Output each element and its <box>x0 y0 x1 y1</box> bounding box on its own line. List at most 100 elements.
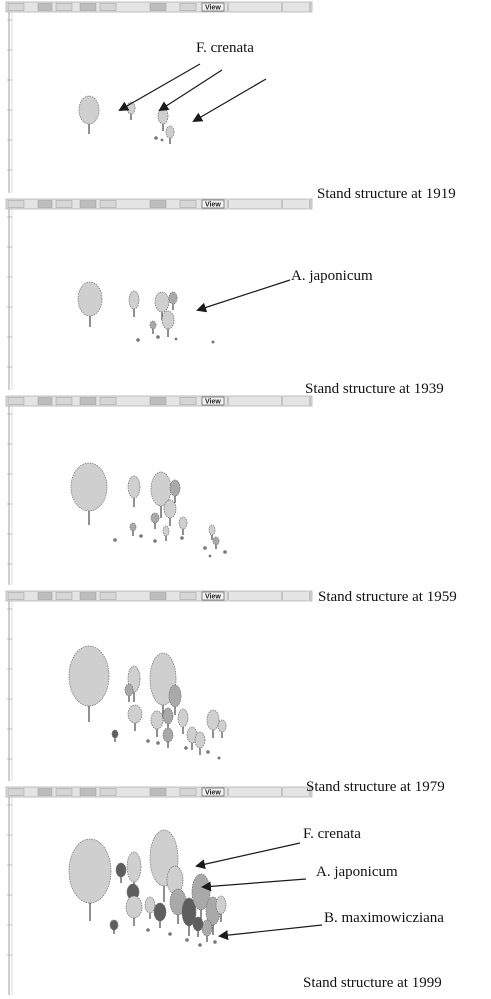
tree-crown <box>128 290 140 310</box>
seedling <box>208 554 212 558</box>
toolbar-button[interactable] <box>149 200 167 208</box>
tree-crown <box>165 125 175 139</box>
tree-crown <box>161 310 175 330</box>
toolbar-button[interactable] <box>179 592 197 600</box>
stand-1999 <box>68 829 227 947</box>
seedling <box>184 746 188 750</box>
tree-crown <box>68 645 110 707</box>
toolbar-button[interactable] <box>79 397 97 405</box>
seedling <box>154 136 158 140</box>
toolbar-button[interactable] <box>7 200 25 208</box>
tree-crown <box>149 320 157 330</box>
toolbar-button[interactable] <box>79 3 97 11</box>
tree-crown <box>212 536 220 546</box>
toolbar-button[interactable] <box>149 397 167 405</box>
toolbar-button[interactable] <box>79 592 97 600</box>
view-button[interactable] <box>201 396 225 406</box>
tree-crown <box>127 704 143 724</box>
arrow-f-crenata-2 <box>158 69 223 112</box>
seedling <box>203 546 207 550</box>
tree-crown <box>178 516 188 530</box>
toolbar-button[interactable] <box>7 3 25 11</box>
view-button[interactable] <box>201 199 225 209</box>
stand-1979 <box>68 645 227 760</box>
stand-1919 <box>78 95 175 144</box>
toolbar-button[interactable] <box>99 200 117 208</box>
toolbar-button[interactable] <box>37 3 53 11</box>
toolbar-button[interactable] <box>179 200 197 208</box>
tree-crown <box>166 865 184 895</box>
view-button[interactable] <box>201 787 225 797</box>
tree-crown <box>124 683 134 697</box>
tree-crown <box>163 499 177 519</box>
toolbar-button[interactable] <box>37 397 53 405</box>
view-button[interactable] <box>201 2 225 12</box>
arrow-a-japonicum-panel5 <box>201 878 307 892</box>
toolbar-button[interactable] <box>179 3 197 11</box>
toolbar-button[interactable] <box>79 788 97 796</box>
tree-crown <box>129 522 137 532</box>
toolbar-button[interactable] <box>149 788 167 796</box>
label-f-crenata-panel5: F. crenata <box>303 826 361 842</box>
tree-crown <box>169 479 181 497</box>
seedling <box>174 337 178 341</box>
toolbar-button[interactable] <box>149 592 167 600</box>
caption-1959: Stand structure at 1959 <box>318 589 457 605</box>
caption-1979: Stand structure at 1979 <box>306 779 445 795</box>
view-button[interactable] <box>201 591 225 601</box>
toolbar-button[interactable] <box>55 788 73 796</box>
tree-crown <box>126 851 142 883</box>
seedling <box>180 536 184 540</box>
panel-2-chrome: View <box>5 198 313 390</box>
panel-5-chrome: View <box>5 786 313 995</box>
tree-crown <box>115 862 127 878</box>
toolbar-button[interactable] <box>37 592 53 600</box>
toolbar-button[interactable] <box>99 3 117 11</box>
toolbar-button[interactable] <box>37 200 53 208</box>
toolbar-button[interactable] <box>7 788 25 796</box>
tree-crown <box>177 708 189 728</box>
arrow-f-crenata-3 <box>192 78 267 123</box>
tree-crown <box>153 902 167 922</box>
panel-4-chrome: View <box>5 590 313 781</box>
toolbar-button[interactable] <box>7 592 25 600</box>
tree-crown <box>77 281 103 317</box>
view-button-label: View <box>205 399 221 406</box>
panel-1-chrome: View <box>5 1 313 193</box>
toolbar-button[interactable] <box>99 592 117 600</box>
toolbar-button[interactable] <box>99 788 117 796</box>
arrow-f-crenata-1 <box>118 63 201 111</box>
toolbar-button[interactable] <box>7 397 25 405</box>
tree-crown <box>127 475 141 499</box>
toolbar-button[interactable] <box>55 3 73 11</box>
seedling <box>198 943 202 947</box>
label-a-japonicum-panel5: A. japonicum <box>316 864 398 880</box>
view-button-label: View <box>205 790 221 797</box>
tree-crown <box>215 895 227 915</box>
tree-crown <box>217 719 227 733</box>
toolbar-button[interactable] <box>55 200 73 208</box>
toolbar-button[interactable] <box>55 397 73 405</box>
seedling <box>156 335 160 339</box>
toolbar-button[interactable] <box>99 397 117 405</box>
tree-crown <box>206 709 220 731</box>
tree-crown <box>168 684 182 708</box>
toolbar-button[interactable] <box>55 592 73 600</box>
seedling <box>146 739 150 743</box>
tree-crown <box>208 524 216 536</box>
label-a-japonicum-panel2: A. japonicum <box>291 268 373 284</box>
toolbar-button[interactable] <box>149 3 167 11</box>
tree-crown <box>162 707 174 725</box>
tree-crown <box>70 462 108 512</box>
tree-crown <box>150 512 160 524</box>
tree-crown <box>154 291 170 313</box>
tree-crown <box>78 95 100 125</box>
seedling <box>206 750 210 754</box>
seedling <box>146 928 150 932</box>
toolbar-button[interactable] <box>179 397 197 405</box>
toolbar-button[interactable] <box>79 200 97 208</box>
toolbar-button[interactable] <box>37 788 53 796</box>
tree-crown <box>157 107 169 125</box>
toolbar-button[interactable] <box>179 788 197 796</box>
